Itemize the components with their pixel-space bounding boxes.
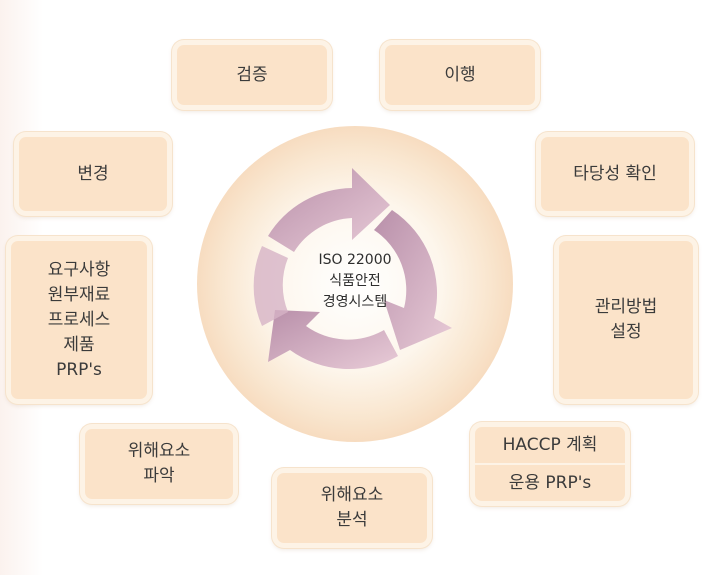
- box-hazard-analysis: 위해요소 분석: [272, 468, 432, 548]
- box-implementation-label: 이행: [444, 64, 476, 85]
- box-haccp-plan-top: HACCP 계획: [475, 427, 625, 465]
- cycle-arrow-bottom: [268, 310, 398, 370]
- box-change-label: 변경: [77, 163, 109, 184]
- box-requirements: 요구사항 원부재료 프로세스 제품 PRP's: [6, 236, 152, 404]
- box-verification-label: 검증: [236, 64, 268, 85]
- box-haccp-plan-top-label: HACCP 계획: [502, 434, 598, 455]
- box-hazard-analysis-line-1: 위해요소: [320, 485, 384, 505]
- box-haccp-plan: HACCP 계획 운용 PRP's: [470, 422, 630, 506]
- center-title-line-3: 경영시스템: [322, 294, 388, 310]
- box-requirements-line-2: 원부재료: [47, 284, 111, 305]
- box-validation: 타당성 확인: [536, 132, 694, 216]
- box-validation-label: 타당성 확인: [573, 163, 657, 184]
- box-control-method: 관리방법 설정: [554, 236, 698, 404]
- center-glow-disc: [197, 126, 513, 442]
- box-implementation: 이행: [380, 40, 540, 110]
- cycle-arrow-right: [374, 210, 452, 350]
- box-control-method-line-2: 설정: [610, 322, 642, 342]
- box-requirements-line-4: 제품: [63, 334, 95, 355]
- box-haccp-plan-bottom: 운용 PRP's: [475, 465, 625, 501]
- box-requirements-line-5: PRP's: [56, 359, 102, 380]
- box-haccp-plan-bottom-label: 운용 PRP's: [508, 472, 592, 493]
- box-hazard-identification: 위해요소 파악: [80, 424, 238, 504]
- cycle-arrow-top: [268, 168, 390, 252]
- box-requirements-line-3: 프로세스: [47, 309, 111, 330]
- box-hazard-analysis-line-2: 분석: [336, 510, 368, 530]
- box-requirements-line-1: 요구사항: [47, 259, 111, 280]
- cycle-arc-left: [253, 246, 288, 326]
- box-control-method-line-1: 관리방법: [594, 297, 658, 317]
- center-title-line-1: ISO 22000: [318, 252, 392, 268]
- center-title-line-2: 식품안전: [329, 273, 381, 289]
- box-verification: 검증: [172, 40, 332, 110]
- box-hazard-identification-line-2: 파악: [143, 466, 175, 486]
- box-hazard-identification-line-1: 위해요소: [127, 441, 191, 461]
- center-title: ISO 22000 식품안전 경영시스템: [290, 250, 420, 313]
- box-change: 변경: [14, 132, 172, 216]
